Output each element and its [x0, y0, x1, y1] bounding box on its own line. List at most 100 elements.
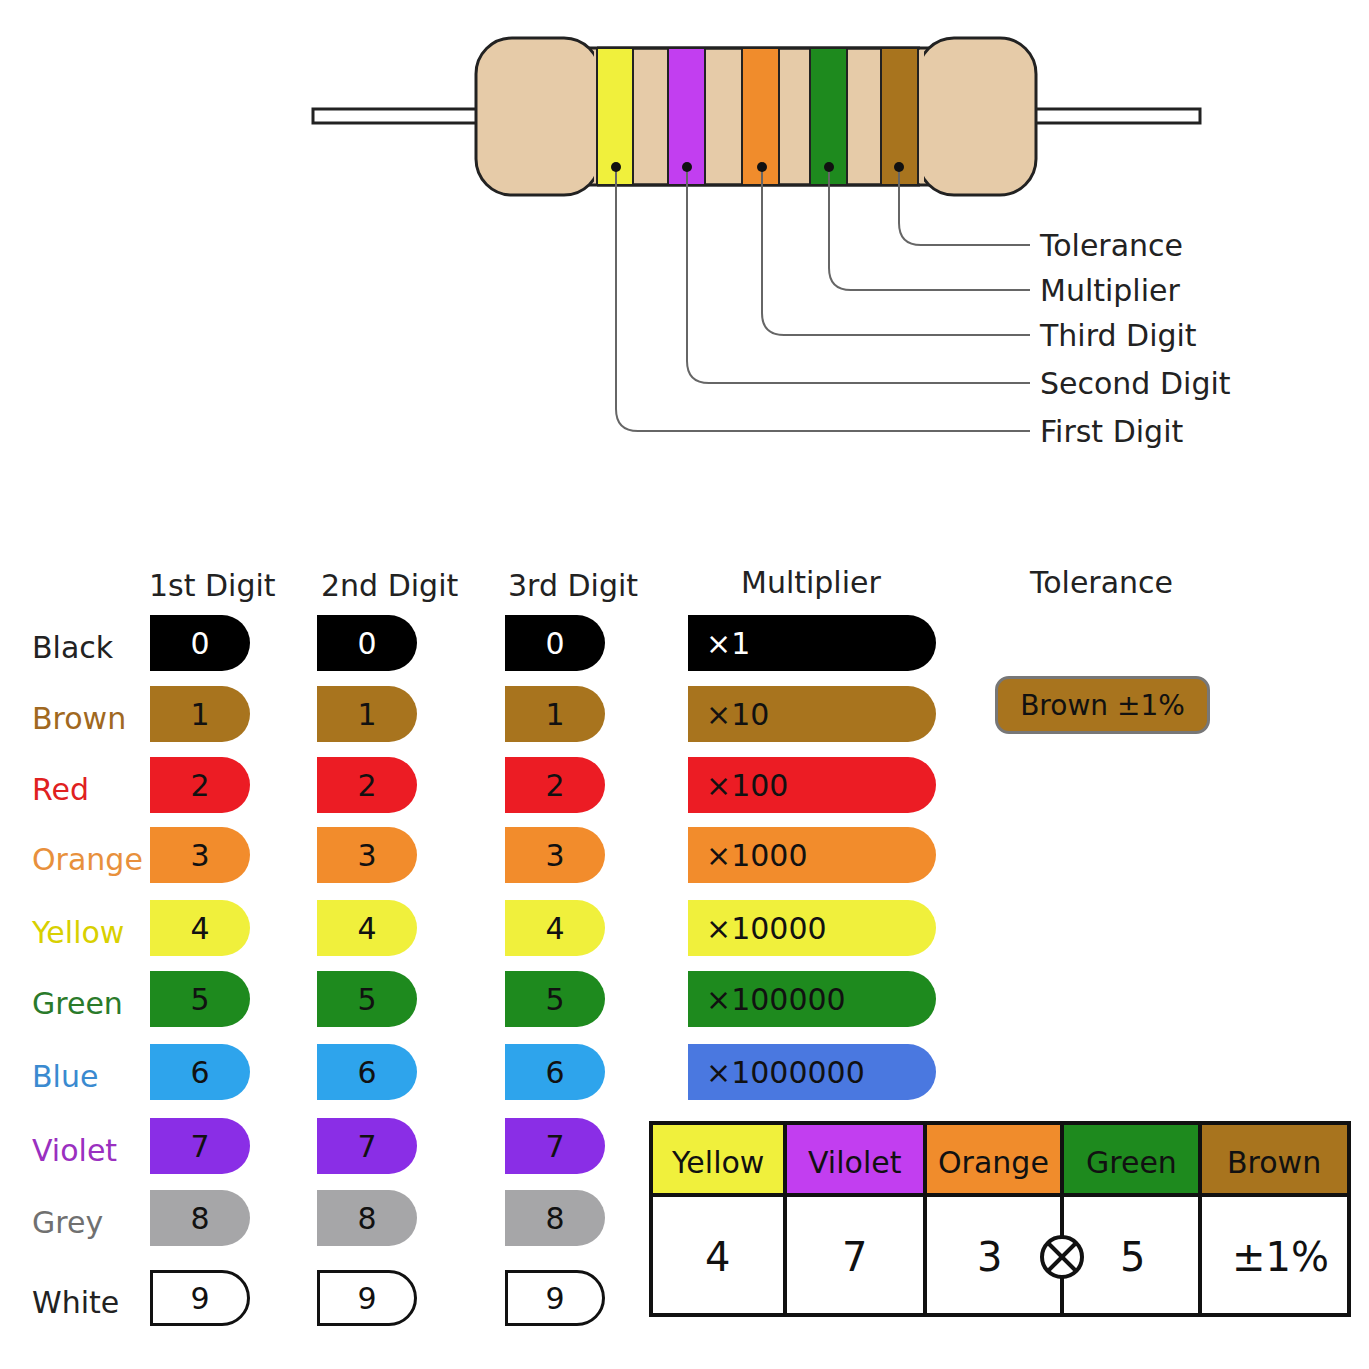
- digit-pill: 3: [150, 827, 250, 883]
- pill-text: 1: [545, 697, 564, 732]
- digit-pill: 7: [505, 1118, 605, 1174]
- callout-label: Multiplier: [1040, 273, 1180, 308]
- pill-text: 8: [190, 1201, 209, 1236]
- multiplier-pill: ×10: [688, 686, 936, 742]
- digit-pill: 1: [505, 686, 605, 742]
- pill-text: 2: [190, 768, 209, 803]
- digit-pill: 6: [150, 1044, 250, 1100]
- color-name: Grey: [32, 1205, 103, 1240]
- table-value-cell: 5: [1120, 1234, 1145, 1280]
- color-name: Green: [32, 986, 123, 1021]
- table-value-cell: 7: [842, 1234, 867, 1280]
- callout-label: Third Digit: [1040, 318, 1197, 353]
- column-header: Multiplier: [741, 565, 881, 600]
- table-header-cell: Yellow: [672, 1145, 764, 1180]
- column-header: 3rd Digit: [508, 568, 638, 603]
- digit-pill: 8: [150, 1190, 250, 1246]
- digit-pill: 4: [317, 900, 417, 956]
- pill-text: 1: [190, 697, 209, 732]
- digit-pill: 7: [150, 1118, 250, 1174]
- color-name: Red: [32, 772, 89, 807]
- pill-text: 6: [357, 1055, 376, 1090]
- multiply-symbol: [1042, 1237, 1082, 1277]
- pill-text: Brown ±1%: [1020, 689, 1185, 722]
- pill-text: 4: [357, 911, 376, 946]
- color-name: Yellow: [32, 915, 124, 950]
- example-table: [651, 1123, 1349, 1315]
- resistor-cap: [918, 38, 1036, 195]
- color-band: [810, 48, 847, 185]
- color-band: [668, 48, 705, 185]
- pill-text: 2: [545, 768, 564, 803]
- color-name: Orange: [32, 842, 143, 877]
- color-band: [742, 48, 779, 185]
- pill-text: 8: [357, 1201, 376, 1236]
- callout-label: First Digit: [1040, 414, 1183, 449]
- multiplier-pill: ×1: [688, 615, 936, 671]
- pill-text: 4: [545, 911, 564, 946]
- resistor-cap: [476, 38, 600, 195]
- pill-text: 3: [357, 838, 376, 873]
- pill-text: 6: [190, 1055, 209, 1090]
- callout-label: Second Digit: [1040, 366, 1231, 401]
- pill-text: 9: [357, 1281, 376, 1316]
- digit-pill: 3: [505, 827, 605, 883]
- pill-text: 0: [545, 626, 564, 661]
- band-dots: [611, 162, 904, 172]
- digit-pill: 6: [505, 1044, 605, 1100]
- color-name: Black: [32, 630, 113, 665]
- column-header: 2nd Digit: [321, 568, 458, 603]
- pill-text: 7: [357, 1129, 376, 1164]
- digit-pill: 8: [317, 1190, 417, 1246]
- digit-pill: 4: [505, 900, 605, 956]
- pill-text: 5: [545, 982, 564, 1017]
- pill-text: 0: [190, 626, 209, 661]
- table-value-cell: ±1%: [1232, 1234, 1329, 1280]
- digit-pill: 5: [317, 971, 417, 1027]
- pill-text: 2: [357, 768, 376, 803]
- digit-pill: 1: [150, 686, 250, 742]
- pill-text: 4: [190, 911, 209, 946]
- pill-text: ×100: [706, 768, 788, 803]
- pill-text: ×10: [706, 697, 769, 732]
- digit-pill: 6: [317, 1044, 417, 1100]
- callout-label: Tolerance: [1040, 228, 1183, 263]
- color-name: Violet: [32, 1133, 117, 1168]
- pill-text: 0: [357, 626, 376, 661]
- digit-pill: 3: [317, 827, 417, 883]
- multiplier-pill: ×1000000: [688, 1044, 936, 1100]
- color-name: Blue: [32, 1059, 98, 1094]
- table-header-cell: Brown: [1227, 1145, 1321, 1180]
- pill-text: 5: [190, 982, 209, 1017]
- pill-text: 3: [190, 838, 209, 873]
- color-band: [597, 48, 633, 185]
- digit-pill: 0: [505, 615, 605, 671]
- digit-pill: 9: [505, 1270, 605, 1326]
- table-header-cell: Green: [1086, 1145, 1177, 1180]
- pill-text: 6: [545, 1055, 564, 1090]
- digit-pill: 1: [317, 686, 417, 742]
- pill-text: ×10000: [706, 911, 827, 946]
- color-name: Brown: [32, 701, 126, 736]
- color-band: [881, 48, 918, 185]
- digit-pill: 7: [317, 1118, 417, 1174]
- resistor-body: [580, 48, 935, 185]
- pill-text: 9: [190, 1281, 209, 1316]
- digit-pill: 9: [150, 1270, 250, 1326]
- multiplier-pill: ×100: [688, 757, 936, 813]
- digit-pill: 5: [150, 971, 250, 1027]
- multiplier-pill: ×1000: [688, 827, 936, 883]
- pill-text: 5: [357, 982, 376, 1017]
- multiplier-pill: ×100000: [688, 971, 936, 1027]
- pill-text: ×1000000: [706, 1055, 865, 1090]
- pill-text: 7: [545, 1129, 564, 1164]
- pill-text: ×1000: [706, 838, 807, 873]
- digit-pill: 0: [150, 615, 250, 671]
- resistor-lead: [313, 109, 483, 123]
- table-header-cell: Orange: [938, 1145, 1049, 1180]
- multiplier-pill: ×10000: [688, 900, 936, 956]
- pill-text: ×1: [706, 626, 750, 661]
- table-value-cell: 3: [977, 1234, 1002, 1280]
- pill-text: 3: [545, 838, 564, 873]
